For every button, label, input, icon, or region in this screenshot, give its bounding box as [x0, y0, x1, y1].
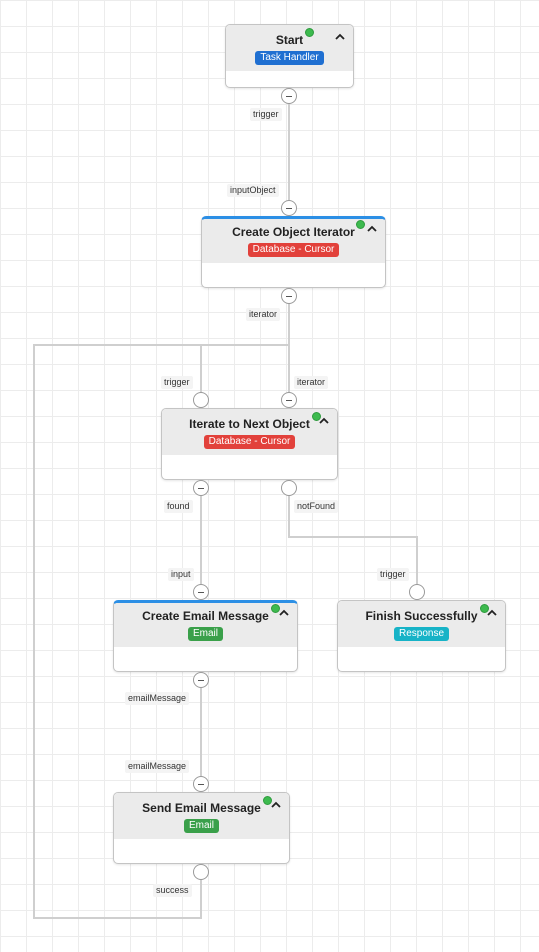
- port-next-trigger[interactable]: [193, 392, 209, 408]
- minus-icon: [286, 399, 292, 401]
- port-label-send-email-output: success: [153, 884, 192, 897]
- node-header: Send Email Message Email: [114, 793, 289, 839]
- port-label-start-trigger: trigger: [250, 108, 282, 121]
- port-finish-trigger[interactable]: [409, 584, 425, 600]
- node-type-badge: Email: [187, 627, 223, 641]
- minus-icon: [198, 591, 204, 593]
- node-header: Finish Successfully Response: [338, 601, 505, 647]
- node-send-email-message[interactable]: Send Email Message Email: [113, 792, 290, 864]
- chevron-up-icon[interactable]: [270, 799, 282, 811]
- port-send-email-input[interactable]: [193, 776, 209, 792]
- wire-iterator-to-next-trigger: [200, 344, 289, 400]
- node-header: Start Task Handler: [226, 25, 353, 71]
- status-dot-icon: [480, 604, 489, 613]
- chevron-up-icon[interactable]: [318, 415, 330, 427]
- port-next-notfound[interactable]: [281, 480, 297, 496]
- port-label-next-notfound: notFound: [294, 500, 339, 513]
- wire-notfound-to-finish: [288, 488, 418, 592]
- chevron-up-icon[interactable]: [366, 223, 378, 235]
- minus-icon: [198, 487, 204, 489]
- node-type-badge: Task Handler: [255, 51, 324, 65]
- port-create-email-input[interactable]: [193, 584, 209, 600]
- node-type-badge: Response: [393, 627, 450, 641]
- minus-icon: [286, 207, 292, 209]
- chevron-up-icon[interactable]: [334, 31, 346, 43]
- minus-icon: [198, 783, 204, 785]
- port-next-found[interactable]: [193, 480, 209, 496]
- node-header: Create Email Message Email: [114, 603, 297, 647]
- node-header: Create Object Iterator Database - Cursor: [202, 219, 385, 263]
- status-dot-icon: [312, 412, 321, 421]
- node-start[interactable]: Start Task Handler: [225, 24, 354, 88]
- chevron-up-icon[interactable]: [486, 607, 498, 619]
- port-iterator-input[interactable]: [281, 200, 297, 216]
- port-label-next-trigger: trigger: [161, 376, 193, 389]
- node-type-badge: Database - Cursor: [203, 435, 296, 449]
- node-title: Create Object Iterator: [232, 225, 355, 239]
- node-create-email-message[interactable]: Create Email Message Email: [113, 600, 298, 672]
- port-create-email-output[interactable]: [193, 672, 209, 688]
- node-title: Start: [275, 33, 304, 47]
- node-type-badge: Database - Cursor: [247, 243, 340, 257]
- port-iterator-output[interactable]: [281, 288, 297, 304]
- node-iterate-next-object[interactable]: Iterate to Next Object Database - Cursor: [161, 408, 338, 480]
- status-dot-icon: [305, 28, 314, 37]
- status-dot-icon: [263, 796, 272, 805]
- port-start-trigger[interactable]: [281, 88, 297, 104]
- minus-icon: [286, 295, 292, 297]
- port-label-create-email-input: input: [168, 568, 194, 581]
- port-label-create-email-output: emailMessage: [125, 692, 190, 705]
- wire-success-loop-back: [33, 344, 202, 919]
- port-label-send-email-input: emailMessage: [125, 760, 190, 773]
- node-title: Create Email Message: [142, 609, 269, 623]
- status-dot-icon: [356, 220, 365, 229]
- port-send-email-output[interactable]: [193, 864, 209, 880]
- node-title: Iterate to Next Object: [189, 417, 310, 431]
- status-dot-icon: [271, 604, 280, 613]
- minus-icon: [198, 679, 204, 681]
- node-title: Finish Successfully: [365, 609, 478, 623]
- minus-icon: [286, 95, 292, 97]
- node-title: Send Email Message: [142, 801, 261, 815]
- chevron-up-icon[interactable]: [278, 607, 290, 619]
- port-label-iterator-input: inputObject: [227, 184, 279, 197]
- port-label-iterator-output: iterator: [246, 308, 281, 321]
- node-type-badge: Email: [183, 819, 219, 833]
- port-label-next-iterator: iterator: [294, 376, 329, 389]
- port-next-iterator[interactable]: [281, 392, 297, 408]
- node-create-object-iterator[interactable]: Create Object Iterator Database - Cursor: [201, 216, 386, 288]
- node-finish-successfully[interactable]: Finish Successfully Response: [337, 600, 506, 672]
- port-label-next-found: found: [164, 500, 193, 513]
- port-label-finish-trigger: trigger: [377, 568, 409, 581]
- node-header: Iterate to Next Object Database - Cursor: [162, 409, 337, 455]
